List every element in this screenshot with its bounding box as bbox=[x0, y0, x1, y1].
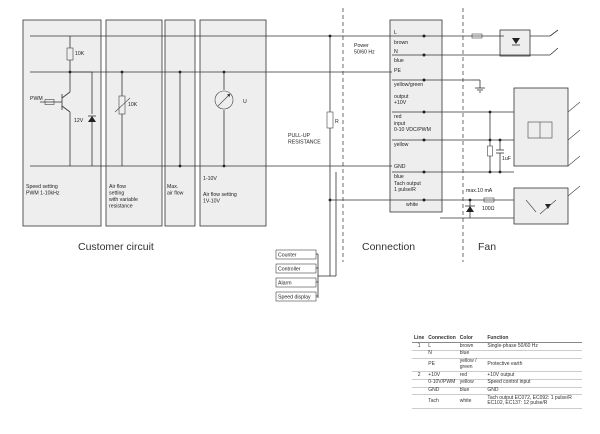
cell-connection: +10V bbox=[426, 371, 458, 380]
table-header-row: Line Connection Color Function bbox=[412, 334, 582, 343]
cell-color: yellow bbox=[457, 379, 486, 388]
device-alarm-label: Alarm bbox=[278, 281, 292, 287]
cell-connection: L bbox=[426, 342, 458, 351]
cell-function: Speed control input bbox=[485, 379, 582, 388]
fan-optocoupler bbox=[513, 187, 569, 225]
term-gnd: GND bbox=[394, 164, 406, 170]
term-output: output +10V bbox=[394, 94, 410, 106]
fan-max-current: max.10 mA bbox=[466, 188, 493, 194]
pullup-r-label: R bbox=[335, 119, 339, 125]
cell-function: Single-phase 50/60 Hz bbox=[485, 342, 582, 351]
box1-label: Speed setting PWM 1-10kHz bbox=[26, 184, 60, 197]
label-10k-pot: 10K bbox=[128, 102, 138, 108]
term-blue2: blue bbox=[394, 174, 404, 180]
section-customer-circuit: Customer circuit bbox=[78, 241, 154, 253]
label-pwm: PWM bbox=[30, 96, 43, 102]
table-row: Tach white Tach output EC072, EC092: 1 p… bbox=[412, 394, 582, 409]
cell-line bbox=[412, 387, 427, 396]
section-fan: Fan bbox=[478, 241, 496, 253]
cell-function: +10V output bbox=[485, 371, 582, 380]
cell-connection: N bbox=[426, 350, 458, 359]
fan-top-box bbox=[499, 29, 531, 57]
cell-color: blue bbox=[457, 387, 486, 396]
power-label: Power 50/60 Hz bbox=[354, 43, 375, 56]
terminal-block bbox=[389, 19, 443, 213]
device-alarm bbox=[275, 277, 317, 288]
speed-setting-box bbox=[22, 19, 102, 227]
cell-connection: 0-10V/PWM bbox=[426, 379, 458, 388]
table-row: N blue bbox=[412, 350, 582, 359]
section-connection: Connection bbox=[362, 241, 415, 253]
term-l: L bbox=[394, 30, 397, 36]
cell-color: brown bbox=[457, 342, 486, 351]
term-white: white bbox=[406, 202, 418, 208]
cell-line: 2 bbox=[412, 371, 427, 380]
cell-color: white bbox=[457, 394, 486, 409]
term-tach: Tach output 1 pulse/R bbox=[394, 181, 422, 193]
cell-function: GND bbox=[485, 387, 582, 396]
term-input: input 0-10 VDC/PWM bbox=[394, 121, 431, 133]
table-row: 0-10V/PWM yellow Speed control input bbox=[412, 379, 582, 388]
device-counter bbox=[275, 249, 317, 260]
fan-resistor-100: 100Ω bbox=[482, 206, 495, 212]
device-controller-label: Controller bbox=[278, 267, 301, 273]
cell-line bbox=[412, 358, 427, 372]
box4-label: Air flow setting 1V-10V bbox=[203, 192, 238, 205]
box4-top-label: 1-10V bbox=[203, 176, 217, 182]
airflow-resistance-box bbox=[105, 19, 163, 227]
table-row: 2 +10V red +10V output bbox=[412, 371, 582, 380]
cell-color: red bbox=[457, 371, 486, 380]
term-brown: brown bbox=[394, 40, 408, 46]
box2-label: Air flow setting with variable resistanc… bbox=[109, 184, 139, 210]
fan-cap: 1uF bbox=[502, 156, 511, 162]
label-12v: 12V bbox=[74, 118, 84, 124]
cell-connection: Tach bbox=[426, 394, 458, 409]
cell-connection: PE bbox=[426, 358, 458, 372]
term-red: red bbox=[394, 114, 402, 120]
cell-color: blue bbox=[457, 350, 486, 359]
device-speed-display-label: Speed display bbox=[278, 295, 311, 301]
label-10k-top: 10K bbox=[75, 51, 85, 57]
connection-function-table: Line Connection Color Function 1 L brown… bbox=[412, 334, 582, 409]
label-u: U bbox=[243, 99, 247, 105]
cell-function bbox=[485, 350, 582, 359]
cell-function: Tach output EC072, EC092: 1 pulse/R EC10… bbox=[485, 394, 582, 409]
term-yellowgreen: yellow/green bbox=[394, 82, 423, 88]
fan-power-electronics bbox=[513, 87, 569, 167]
cell-connection: GND bbox=[426, 387, 458, 396]
term-blue: blue bbox=[394, 58, 404, 64]
cell-color: yellow / green bbox=[457, 358, 486, 372]
airflow-voltage-box bbox=[199, 19, 267, 227]
pullup-label: PULL-UP RESISTANCE bbox=[288, 133, 321, 146]
device-controller bbox=[275, 263, 317, 274]
cell-line bbox=[412, 379, 427, 388]
table-row: PE yellow / green Protective earth bbox=[412, 358, 582, 372]
th-connection: Connection bbox=[426, 334, 458, 343]
term-pe: PE bbox=[394, 68, 401, 74]
th-color: Color bbox=[457, 334, 486, 343]
term-yellow: yellow bbox=[394, 142, 409, 148]
device-speed-display bbox=[275, 291, 317, 302]
cell-function: Protective earth bbox=[485, 358, 582, 372]
table-row: 1 L brown Single-phase 50/60 Hz bbox=[412, 342, 582, 351]
th-function: Function bbox=[485, 334, 582, 343]
terminal-lines bbox=[392, 34, 470, 202]
device-counter-label: Counter bbox=[278, 253, 297, 259]
box3-label: Max. air flow bbox=[167, 184, 184, 197]
table-row: GND blue GND bbox=[412, 387, 582, 396]
cell-line: 1 bbox=[412, 342, 427, 351]
term-n: N bbox=[394, 49, 398, 55]
cell-line bbox=[412, 350, 427, 359]
cell-line bbox=[412, 394, 427, 409]
th-line: Line bbox=[412, 334, 427, 343]
